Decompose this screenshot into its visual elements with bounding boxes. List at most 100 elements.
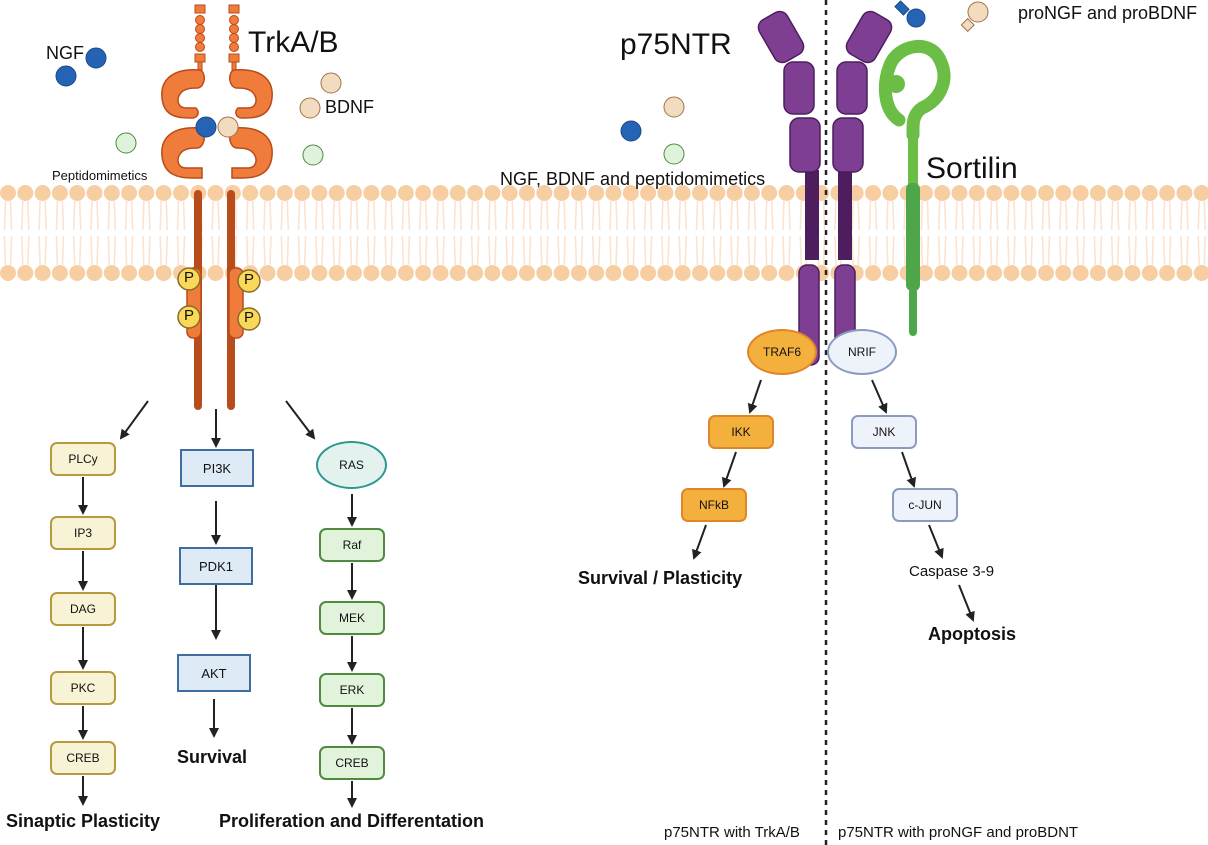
lipid-tail (626, 199, 630, 231)
lipid-tail (142, 199, 145, 231)
node-ip3: IP3 (50, 516, 116, 550)
lipid-head (0, 185, 16, 201)
bdnf-ligand (299, 97, 321, 119)
bound-ngf (195, 116, 217, 138)
outcome-apoptosis: Apoptosis (928, 624, 1016, 644)
lipid-head (553, 185, 570, 201)
peptidomimetics-label: Peptidomimetics (52, 168, 148, 183)
lipid-tail (384, 235, 387, 267)
lipid-tail (667, 235, 670, 267)
lipid-tail (834, 235, 837, 267)
footer-left-caption: p75NTR with TrkA/B (664, 824, 800, 841)
lipid-head (536, 265, 553, 281)
proNGF-ligand (894, 0, 926, 28)
lipid-head (1003, 265, 1020, 281)
lipid-tail (580, 235, 584, 267)
lipid-tail (615, 199, 618, 231)
lipid-tail (1197, 235, 1200, 267)
lipid-tail (349, 199, 353, 231)
lipid-tail (713, 199, 716, 231)
lipid-head (865, 265, 881, 281)
lipid-tail (511, 199, 514, 231)
lipid-tail (661, 199, 664, 231)
lipid-head (692, 265, 708, 281)
lipid-tail (1110, 235, 1114, 267)
lipid-tail (736, 235, 739, 267)
lipid-tail (176, 199, 180, 231)
lipid-head (484, 185, 501, 201)
lipid-tail (349, 235, 353, 267)
lipid-tail (3, 235, 7, 267)
lipid-tail (1030, 199, 1033, 231)
lipid-head (640, 185, 657, 201)
lipid-tail (96, 199, 99, 231)
lipid-tail (217, 235, 220, 267)
trk-left-stalk (194, 4, 206, 73)
lipid-tail (782, 235, 785, 267)
lipid-tail (1128, 235, 1131, 267)
proBDNF-ligand (960, 1, 989, 33)
lipid-head (743, 185, 760, 201)
lipid-tail (453, 199, 457, 231)
lipid-tail (401, 235, 405, 267)
lipid-head (155, 185, 172, 201)
lipid-tail (920, 235, 924, 267)
lipid-tail (72, 199, 76, 231)
lipid-head (155, 265, 172, 281)
lipid-tail (303, 199, 307, 231)
trk-right-ig-domain-2 (229, 127, 273, 179)
lipid-head (1107, 265, 1124, 281)
lipid-tail (1180, 199, 1183, 231)
lipid-head (761, 265, 778, 281)
outcome-proliferation-differentiation: Proliferation and Differentation (219, 811, 485, 831)
lipid-tail (355, 235, 359, 267)
lipid-head (674, 185, 691, 201)
node-raf: Raf (319, 528, 385, 562)
phospho-site (177, 305, 201, 329)
lipid-head (103, 185, 120, 201)
lipid-head (934, 265, 951, 281)
lipid-tail (1047, 199, 1051, 231)
lipid-tail (338, 199, 341, 231)
lipid-head (1176, 265, 1193, 281)
lipid-tail (903, 235, 906, 267)
lipid-tail (511, 235, 514, 267)
phospho-label: P (183, 269, 194, 286)
lipid-tail (321, 235, 324, 267)
lipid-tail (436, 235, 439, 267)
lipid-tail (1013, 235, 1016, 267)
lipid-tail (338, 235, 341, 267)
lipid-tail (148, 235, 151, 267)
node-akt: AKT (177, 654, 251, 692)
lipid-tail (626, 235, 630, 267)
lipid-head (951, 185, 968, 201)
lipid-tail (321, 199, 324, 231)
sortilin-receptor (878, 39, 951, 336)
lipid-head (1072, 185, 1089, 201)
lipid-tail (1186, 235, 1189, 267)
lipid-tail (747, 235, 751, 267)
lipid-tail (142, 235, 145, 267)
lipid-tail (44, 199, 47, 231)
lipid-tail (713, 235, 716, 267)
lipid-tail (770, 235, 774, 267)
lipid-head (882, 185, 899, 201)
lipid-tail (90, 235, 93, 267)
lipid-head (380, 185, 397, 201)
lipid-tail (418, 235, 422, 267)
lipid-head (1089, 265, 1106, 281)
lipid-tail (1151, 199, 1155, 231)
lipid-head (778, 265, 795, 281)
lipid-tail (540, 199, 543, 231)
lipid-tail (886, 235, 889, 267)
lipid-head (605, 265, 622, 281)
lipid-head (34, 185, 51, 201)
lipid-tail (176, 235, 180, 267)
lipid-tail (972, 235, 976, 267)
node-ras: RAS (316, 441, 387, 489)
lipid-head (934, 185, 951, 201)
lipid-tail (961, 199, 964, 231)
lipid-tail (1093, 235, 1097, 267)
lipid-head (138, 265, 155, 281)
